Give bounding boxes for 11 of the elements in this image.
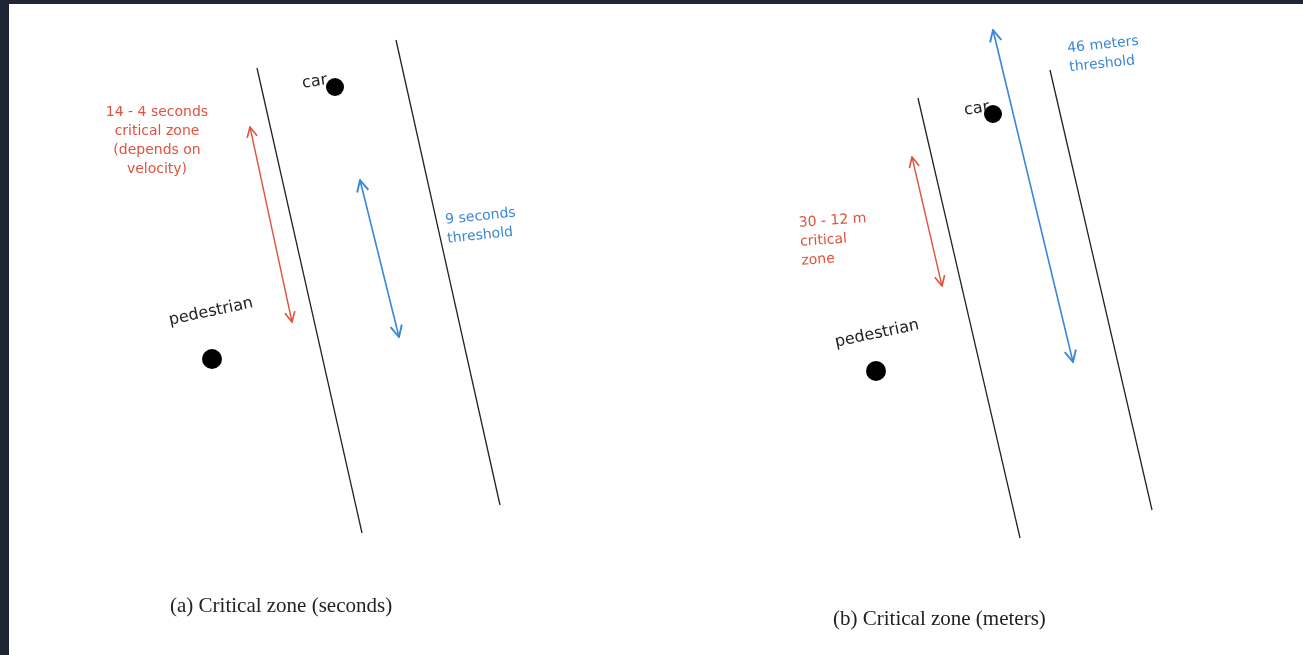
subfigure-caption: (a) Critical zone (seconds) bbox=[170, 593, 393, 618]
threshold-annotation: 9 seconds threshold bbox=[444, 202, 518, 248]
position-dot bbox=[202, 349, 222, 369]
object-label: car bbox=[300, 68, 329, 94]
subfigure-caption: (b) Critical zone (meters) bbox=[833, 606, 1046, 631]
threshold-annotation: 46 meters threshold bbox=[1066, 30, 1141, 76]
zone-annotation: 14 - 4 seconds critical zone (depends on velocity) bbox=[104, 102, 210, 178]
position-dot bbox=[326, 78, 344, 96]
object-label: car bbox=[962, 95, 991, 121]
zone-annotation: 30 - 12 m critical zone bbox=[798, 208, 868, 270]
position-dot bbox=[866, 361, 886, 381]
